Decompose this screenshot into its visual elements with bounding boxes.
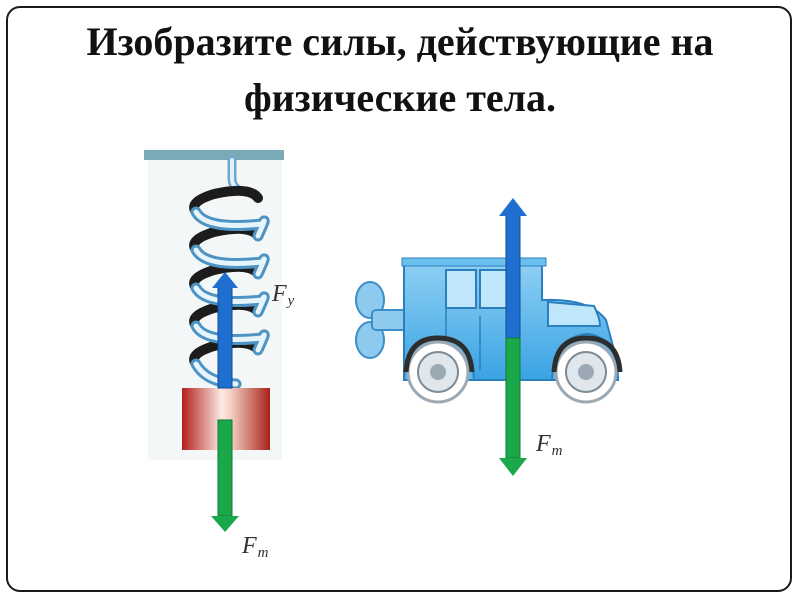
spring-coil-back bbox=[189, 185, 263, 369]
car-system bbox=[355, 198, 623, 476]
slide-title: Изобразите силы, действующие на физическ… bbox=[0, 14, 800, 126]
spring-elastic-force-symbol: F bbox=[272, 281, 287, 307]
car-gravity-force-label: Fm bbox=[536, 432, 563, 459]
spring-elastic-force-label: Fy bbox=[272, 282, 294, 309]
car-gravity-arrow bbox=[499, 337, 527, 476]
elastic-force-arrow bbox=[212, 272, 238, 389]
spring-elastic-force-subscript: y bbox=[287, 293, 295, 309]
ceiling-mount bbox=[144, 150, 284, 160]
title-line-2: физические тела. bbox=[243, 75, 557, 120]
slide-frame bbox=[6, 6, 792, 592]
spring-coil-front bbox=[190, 206, 270, 390]
title-line-1: Изобразите силы, действующие на bbox=[86, 19, 714, 64]
car-wheel-front bbox=[551, 335, 623, 404]
wind-up-key bbox=[355, 281, 413, 359]
spring-gravity-arrow bbox=[211, 419, 239, 532]
car-wheel-rear bbox=[403, 335, 475, 404]
spring-gravity-force-symbol: F bbox=[242, 533, 257, 559]
spring-system bbox=[144, 150, 284, 532]
spring-gravity-force-subscript: m bbox=[257, 545, 269, 561]
car-gravity-force-subscript: m bbox=[551, 443, 563, 459]
spring-gravity-force-label: Fm bbox=[242, 534, 269, 561]
car-gravity-force-symbol: F bbox=[536, 431, 551, 457]
